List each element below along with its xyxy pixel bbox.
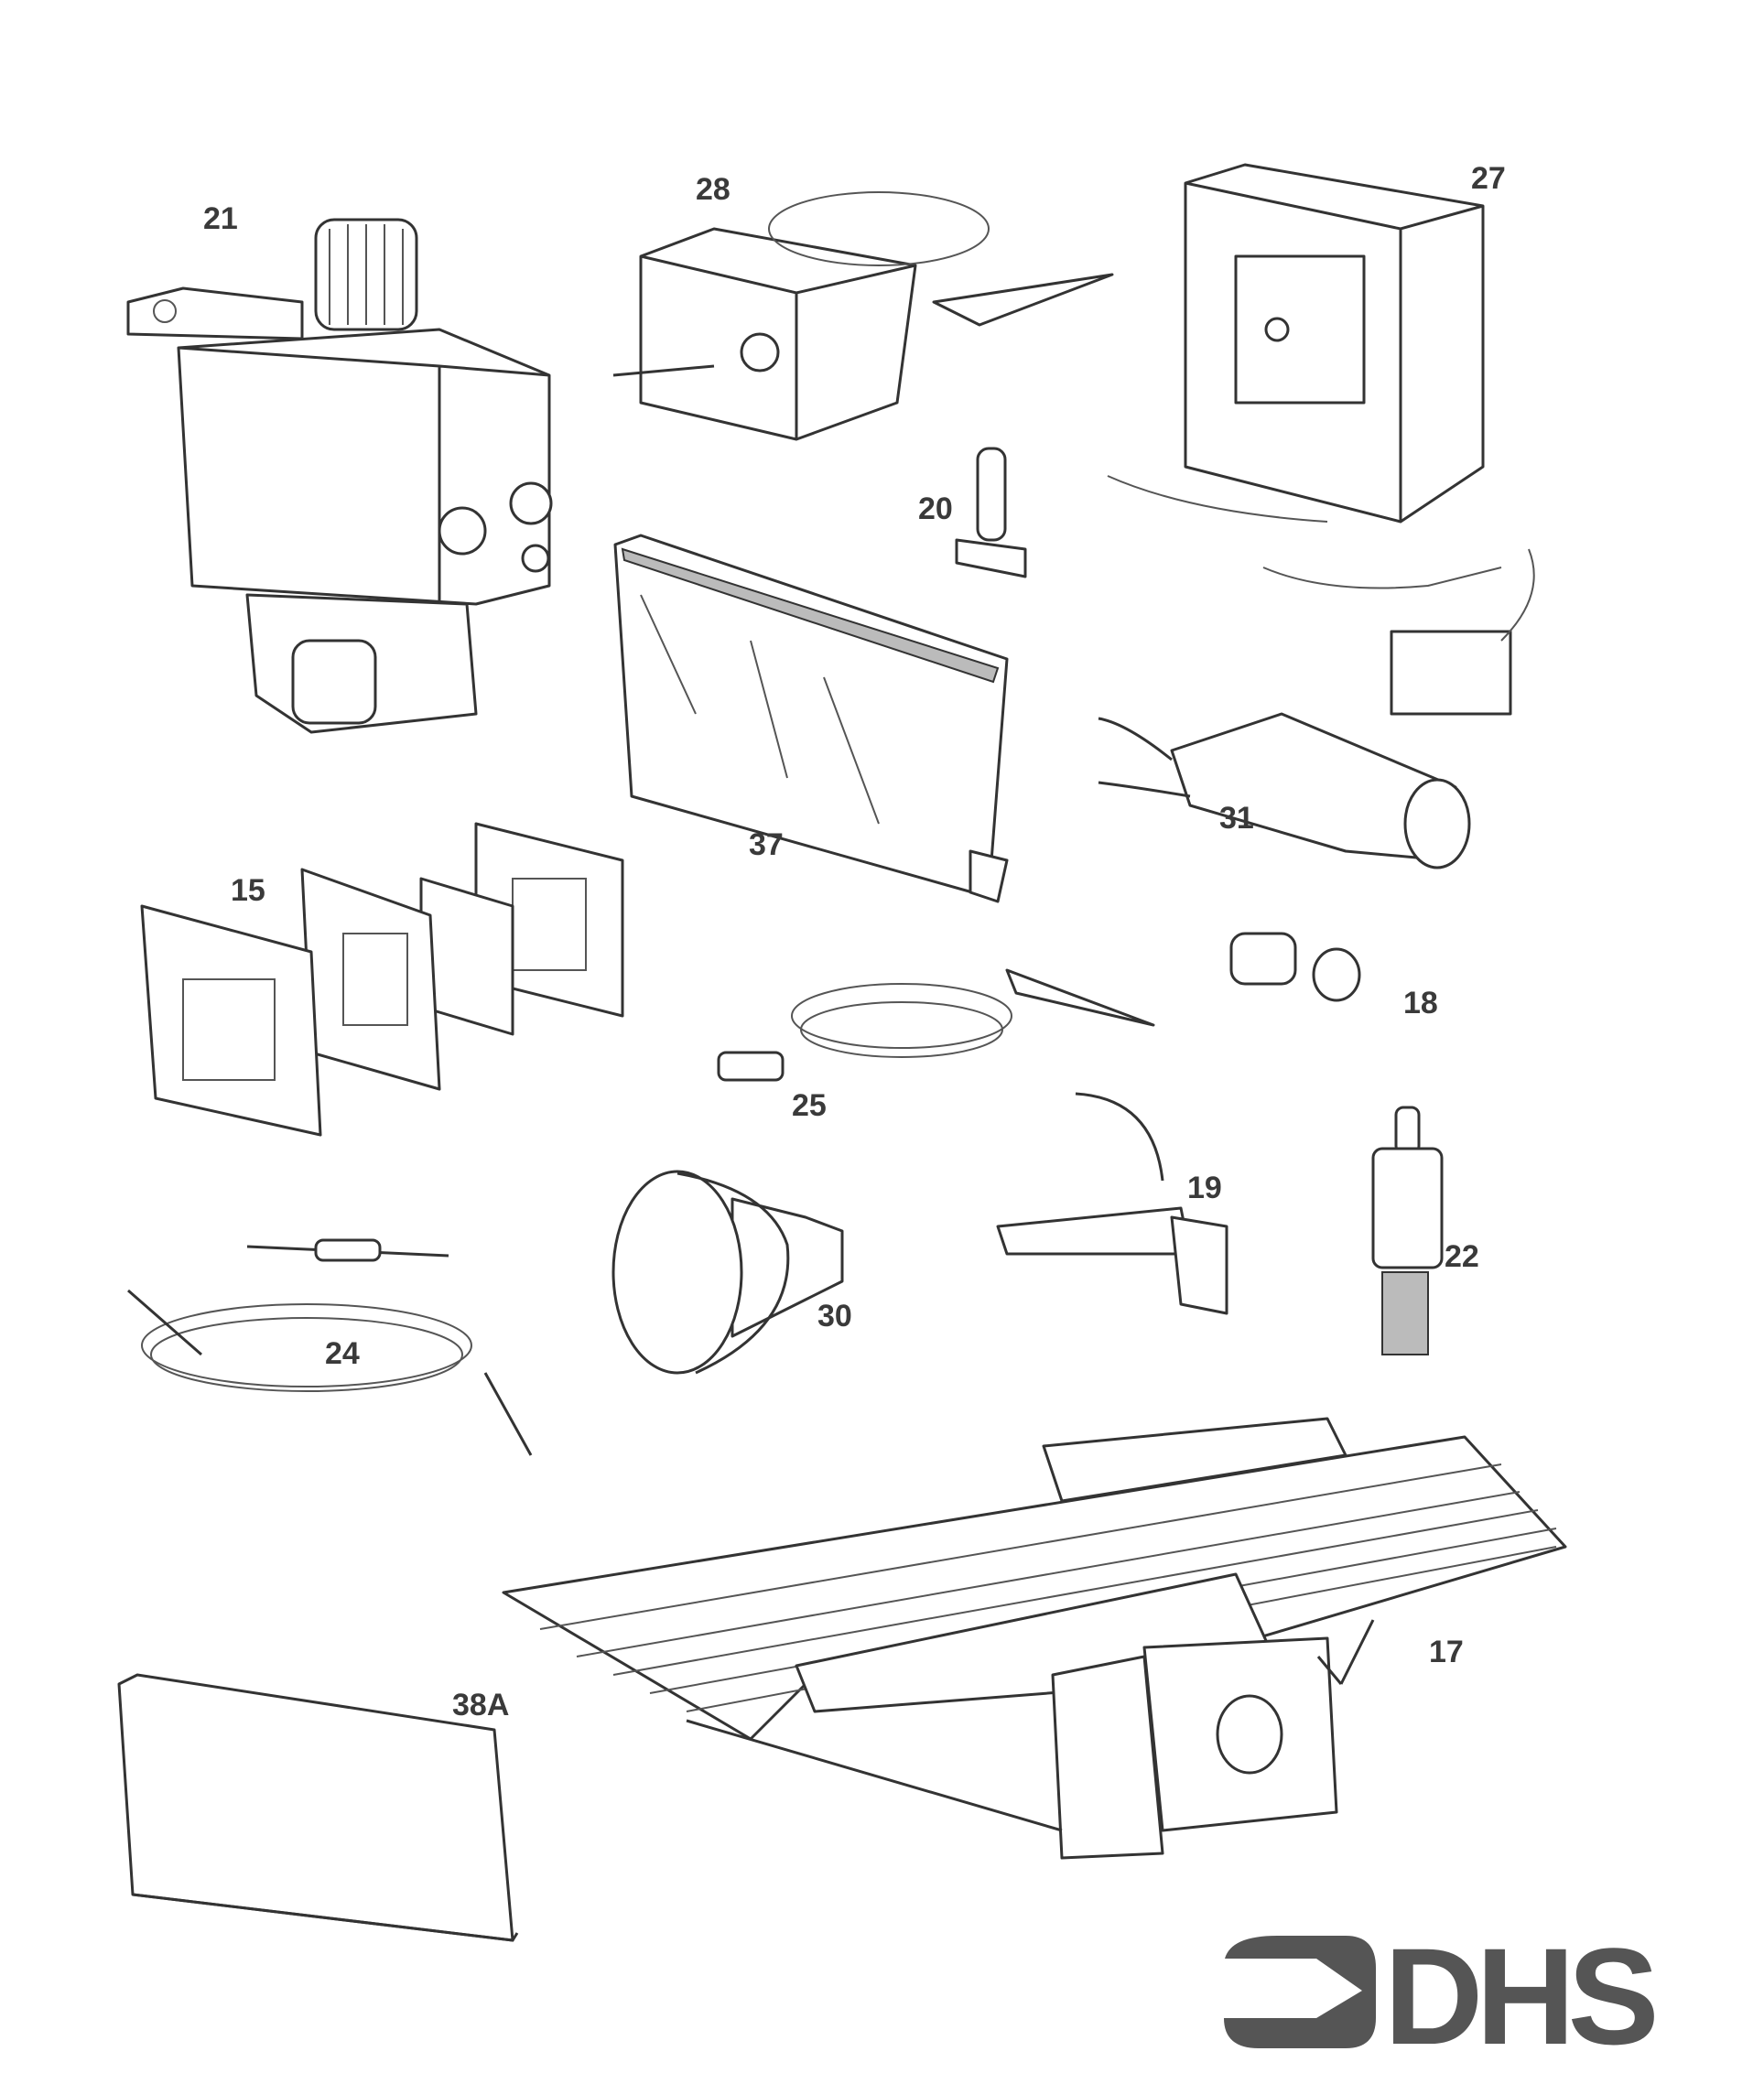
part-label-31: 31	[1219, 801, 1254, 836]
part-label-15: 15	[231, 873, 265, 908]
part-30-control-knob	[611, 1170, 844, 1375]
part-37-glass-panel	[613, 534, 1009, 903]
part-31-capacitor	[1098, 712, 1471, 869]
dhs-logo: DHS	[1224, 1919, 1662, 2073]
part-19-pilot-bracket	[996, 1092, 1228, 1315]
part-38A-front-panel	[117, 1673, 519, 1942]
part-17-burner-assembly	[502, 1417, 1567, 1860]
part-label-24: 24	[325, 1336, 360, 1371]
part-28-thermostat	[612, 191, 1114, 441]
part-20-pin	[955, 447, 1027, 578]
part-18-fitting	[1229, 932, 1361, 1002]
part-label-28: 28	[696, 172, 730, 207]
part-label-27: 27	[1471, 161, 1506, 196]
part-label-21: 21	[203, 201, 238, 236]
part-label-18: 18	[1403, 986, 1438, 1020]
part-label-25: 25	[792, 1088, 827, 1123]
part-label-30: 30	[817, 1299, 852, 1333]
part-label-37: 37	[749, 827, 784, 862]
part-21-gas-valve	[126, 218, 553, 734]
part-label-20: 20	[918, 491, 953, 526]
part-label-17: 17	[1429, 1635, 1464, 1669]
part-22-piezo-igniter	[1371, 1106, 1444, 1355]
part-25-thermocouple	[717, 968, 1155, 1082]
part-15-gasket-set	[140, 822, 624, 1137]
part-27-control-box	[1107, 163, 1535, 716]
logo-arrow-mark	[1224, 1936, 1376, 2048]
part-label-22: 22	[1445, 1239, 1479, 1274]
part-label-19: 19	[1187, 1171, 1222, 1205]
part-24-sensor-cable	[127, 1238, 533, 1456]
logo-text: DHS	[1384, 1919, 1655, 2073]
part-label-38A: 38A	[452, 1688, 509, 1722]
